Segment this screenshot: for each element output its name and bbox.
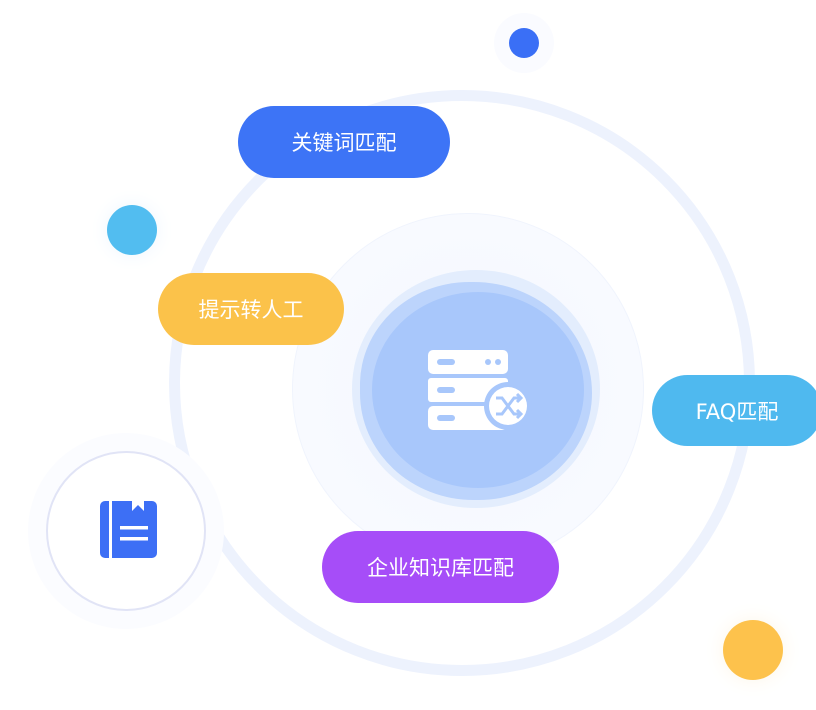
book-icon (100, 501, 157, 558)
tag-label: 关键词匹配 (291, 131, 397, 155)
decor-dot-blue (509, 28, 539, 58)
database-shuffle-icon (428, 350, 532, 430)
decor-dot-yellow (723, 620, 783, 680)
tag-faq-match: FAQ匹配 (652, 375, 816, 446)
tag-kb-match: 企业知识库匹配 (322, 531, 559, 603)
tag-label: 企业知识库匹配 (367, 556, 514, 580)
tag-label: FAQ匹配 (695, 399, 779, 424)
tag-prompt-human: 提示转人工 (158, 273, 344, 345)
decor-dot-cyan (107, 205, 157, 255)
tag-label: 提示转人工 (198, 298, 304, 322)
tag-keyword-match: 关键词匹配 (238, 106, 450, 178)
